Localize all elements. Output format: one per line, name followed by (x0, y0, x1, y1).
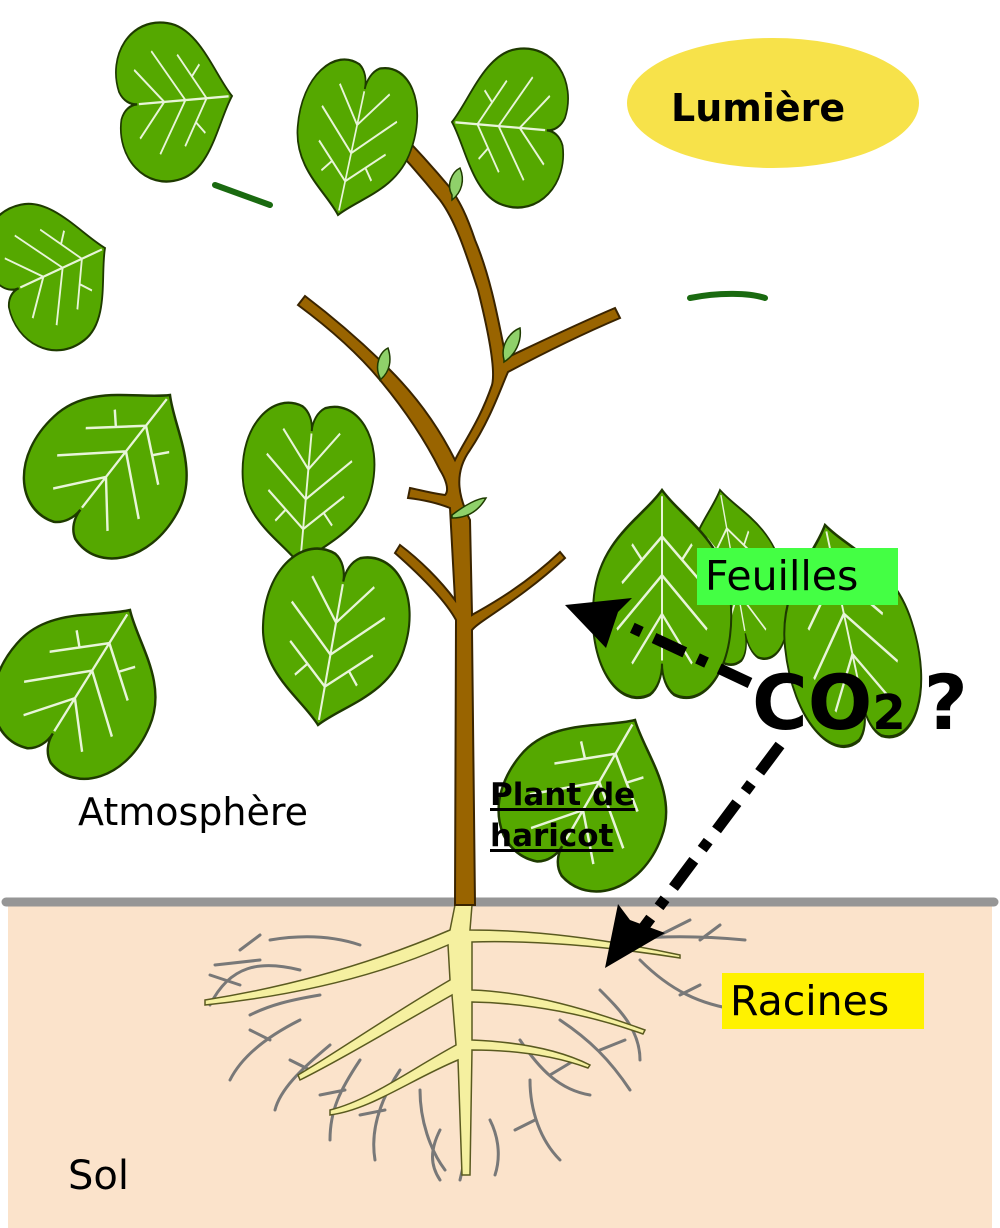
roots-label: Racines (730, 977, 890, 1025)
plant-name-line2: haricot (490, 818, 614, 854)
stems (296, 66, 622, 906)
stipules (376, 166, 522, 519)
fine-roots (208, 918, 747, 1182)
main-roots (204, 904, 681, 1176)
leaves-tag-bg (697, 548, 898, 605)
atmosphere-label: Atmosphère (78, 790, 309, 834)
co2-main-text: CO (752, 658, 873, 747)
dashed-arrow-to-leaf (565, 598, 753, 688)
plant-name-label: Plant de haricot (490, 775, 635, 857)
soil-area (8, 902, 992, 1228)
leaves-label: Feuilles (705, 552, 859, 600)
co2-question-label: CO2? (752, 658, 968, 747)
co2-subscript: 2 (872, 685, 906, 741)
roots-tag-bg (722, 973, 924, 1029)
plant-name-line1: Plant de (490, 777, 636, 813)
petioles (212, 182, 768, 301)
light-label: Lumière (671, 86, 846, 130)
soil-label: Sol (68, 1153, 129, 1199)
dashed-arrow-to-roots (605, 741, 785, 968)
co2-question-mark: ? (923, 658, 968, 747)
sun-ellipse (627, 38, 919, 168)
